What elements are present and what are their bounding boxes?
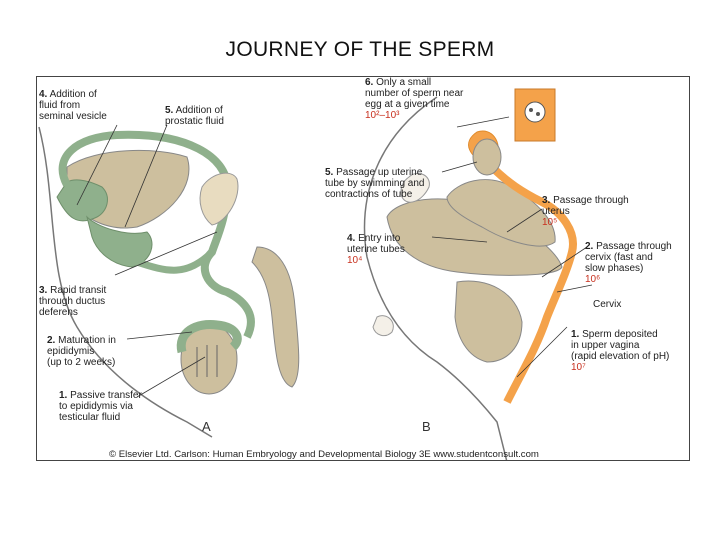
label-a-5-num: 5. (165, 105, 173, 116)
label-a-2-num: 2. (47, 335, 55, 346)
label-b-5-line3: contractions of tube (325, 189, 425, 200)
label-b-1: 1. Sperm deposited in upper vagina (rapi… (571, 329, 669, 373)
label-b-6: 6. Only a small number of sperm near egg… (365, 77, 463, 121)
label-b-4: 4. Entry into uterine tubes 10⁴ (347, 233, 405, 266)
label-b-5-num: 5. (325, 167, 333, 178)
label-b-6-num: 6. (365, 77, 373, 88)
label-a-3: 3. Rapid transit through ductus deferens (39, 285, 106, 318)
label-a-5: 5. Addition of prostatic fluid (165, 105, 224, 127)
label-b-2-line3: slow phases) (585, 263, 672, 274)
label-b-2-line1: Passage through (596, 241, 672, 252)
label-a-1: 1. Passive transfer to epididymis via te… (59, 390, 142, 423)
label-a-4-line2: fluid from (39, 100, 107, 111)
label-b-2-num: 2. (585, 241, 593, 252)
label-b-1-line3: (rapid elevation of pH) (571, 351, 669, 362)
label-b-5-line1: Passage up uterine (336, 167, 422, 178)
label-a-2-line3: (up to 2 weeks) (47, 357, 116, 368)
label-b-6-line1: Only a small (376, 77, 431, 88)
label-b-3: 3. Passage through uterus 10⁵ (542, 195, 629, 228)
copyright-credit: © Elsevier Ltd. Carlson: Human Embryolog… (109, 449, 539, 460)
label-b-4-line2: uterine tubes (347, 244, 405, 255)
label-a-4-line3: seminal vesicle (39, 111, 107, 122)
label-b-6-count: 10²–10³ (365, 110, 463, 121)
label-b-5-line2: tube by swimming and (325, 178, 425, 189)
panel-a-letter: A (202, 419, 211, 434)
label-b-6-line3: egg at a given time (365, 99, 463, 110)
female-anatomy (365, 89, 592, 461)
label-a-4-num: 4. (39, 89, 47, 100)
label-b-5: 5. Passage up uterine tube by swimming a… (325, 167, 425, 200)
label-a-1-line2: to epididymis via (59, 401, 142, 412)
label-b-2: 2. Passage through cervix (fast and slow… (585, 241, 672, 285)
label-b-3-num: 3. (542, 195, 550, 206)
label-b-3-line1: Passage through (553, 195, 629, 206)
label-b-4-line1: Entry into (358, 233, 400, 244)
label-b-4-count: 10⁴ (347, 255, 405, 266)
label-a-5-line2: prostatic fluid (165, 116, 224, 127)
label-a-3-line1: Rapid transit (50, 285, 106, 296)
page-title: JOURNEY OF THE SPERM (0, 38, 720, 62)
illustration-frame: 4. Addition of fluid from seminal vesicl… (36, 76, 690, 461)
label-a-1-line3: testicular fluid (59, 412, 142, 423)
label-a-3-line3: deferens (39, 307, 106, 318)
label-b-1-line2: in upper vagina (571, 340, 669, 351)
label-b-1-count: 10⁷ (571, 362, 669, 373)
label-b-cervix: Cervix (593, 299, 621, 310)
label-a-2-line1: Maturation in (58, 335, 116, 346)
label-a-3-line2: through ductus (39, 296, 106, 307)
label-a-2: 2. Maturation in epididymis (up to 2 wee… (47, 335, 116, 368)
label-b-1-num: 1. (571, 329, 579, 340)
label-b-4-num: 4. (347, 233, 355, 244)
label-b-3-count: 10⁵ (542, 217, 629, 228)
label-b-1-line1: Sperm deposited (582, 329, 658, 340)
label-a-5-line1: Addition of (176, 105, 223, 116)
label-b-6-line2: number of sperm near (365, 88, 463, 99)
label-b-2-line2: cervix (fast and (585, 252, 672, 263)
label-a-4-line1: Addition of (50, 89, 97, 100)
label-a-4: 4. Addition of fluid from seminal vesicl… (39, 89, 107, 122)
panel-b-letter: B (422, 419, 431, 434)
label-a-1-line1: Passive transfer (70, 390, 142, 401)
label-a-1-num: 1. (59, 390, 67, 401)
label-a-3-num: 3. (39, 285, 47, 296)
label-b-3-line2: uterus (542, 206, 629, 217)
label-b-2-count: 10⁶ (585, 274, 672, 285)
label-a-2-line2: epididymis (47, 346, 116, 357)
